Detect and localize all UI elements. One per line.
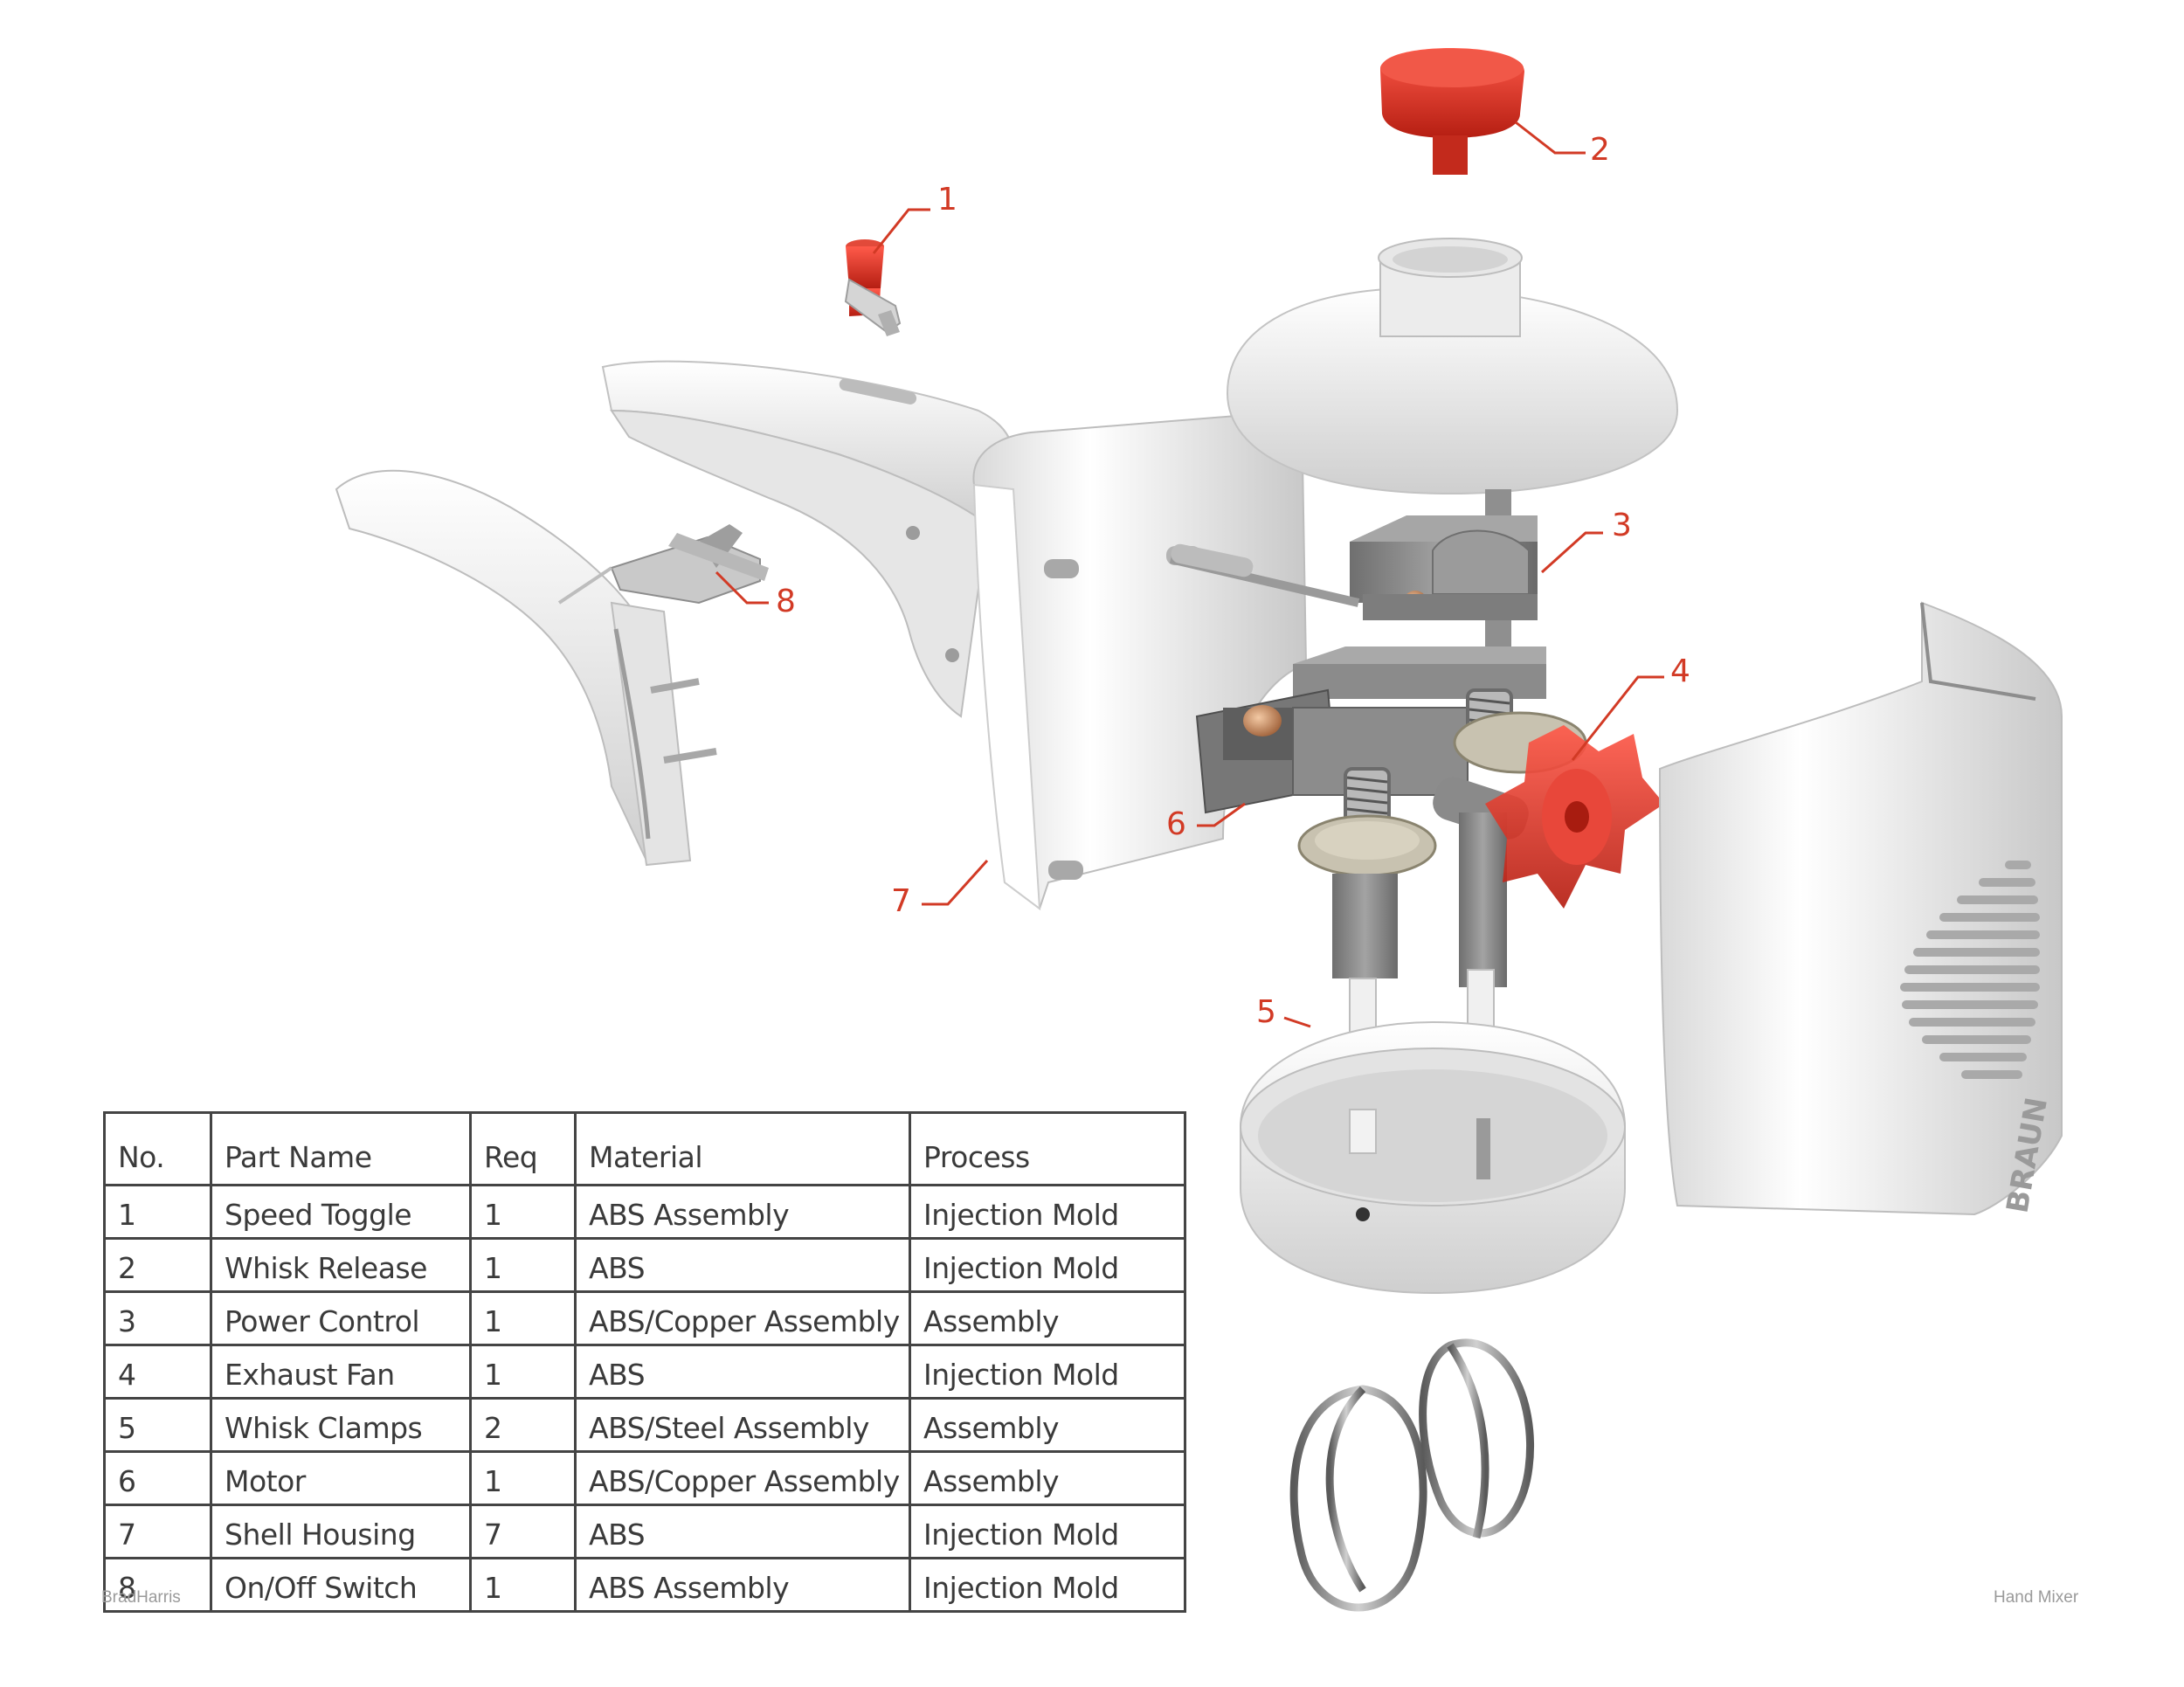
callout-1: 1 (872, 182, 957, 254)
top-housing-cap (1226, 238, 1679, 495)
cell-material: ABS/Copper Assembly (574, 1450, 911, 1506)
callout-7: 7 (891, 859, 989, 919)
cell-no: 6 (103, 1450, 212, 1506)
cell-part-name: Whisk Clamps (210, 1397, 472, 1453)
cell-req: 1 (469, 1290, 577, 1346)
cell-part-name: Motor (210, 1450, 472, 1506)
right-shell-housing: BRAUN (1658, 601, 2063, 1216)
callout-number: 7 (891, 883, 911, 919)
callout-number: 6 (1166, 806, 1186, 842)
cell-part-name: Power Control (210, 1290, 472, 1346)
callout-3: 3 (1540, 508, 1632, 574)
cell-req: 2 (469, 1397, 577, 1453)
cell-req: 1 (469, 1184, 577, 1240)
whisk-release-part (1380, 48, 1524, 175)
cell-req: 1 (469, 1450, 577, 1506)
product-caption: Hand Mixer (1994, 1588, 2079, 1607)
callout-number: 5 (1256, 994, 1276, 1030)
cell-part-name: On/Off Switch (210, 1557, 472, 1613)
cell-part-name: Exhaust Fan (210, 1344, 472, 1400)
cell-no: 5 (103, 1397, 212, 1453)
cell-part-name: Whisk Release (210, 1237, 472, 1293)
cell-no: 2 (103, 1237, 212, 1293)
table-row: 4 Exhaust Fan 1 ABS Injection Mold (103, 1344, 1186, 1400)
cell-material: ABS/Steel Assembly (574, 1397, 911, 1453)
cell-part-name: Shell Housing (210, 1504, 472, 1559)
table-row: 2 Whisk Release 1 ABS Injection Mold (103, 1237, 1186, 1293)
callout-5: 5 (1256, 994, 1311, 1030)
cell-material: ABS (574, 1504, 911, 1559)
cell-process: Injection Mold (909, 1557, 1186, 1613)
cell-material: ABS/Copper Assembly (574, 1290, 911, 1346)
callout-number: 1 (937, 182, 957, 218)
table-row: 1 Speed Toggle 1 ABS Assembly Injection … (103, 1184, 1186, 1240)
callout-2: 2 (1515, 121, 1610, 168)
cell-process: Assembly (909, 1450, 1186, 1506)
cell-req: 1 (469, 1237, 577, 1293)
header-part-name: Part Name (210, 1111, 472, 1186)
table-row: 5 Whisk Clamps 2 ABS/Steel Assembly Asse… (103, 1397, 1186, 1453)
callout-number: 2 (1590, 132, 1610, 168)
cell-material: ABS Assembly (574, 1184, 911, 1240)
on-off-switch-part (557, 524, 769, 605)
table-row: 6 Motor 1 ABS/Copper Assembly Assembly (103, 1450, 1186, 1506)
rear-handle-shell (335, 469, 717, 867)
table-row: 8 On/Off Switch 1 ABS Assembly Injection… (103, 1557, 1186, 1613)
callout-8: 8 (715, 570, 796, 619)
cell-no: 4 (103, 1344, 212, 1400)
cell-material: ABS Assembly (574, 1557, 911, 1613)
shell-housing-front (972, 409, 1308, 911)
callout-number: 3 (1612, 508, 1632, 543)
callout-6: 6 (1166, 802, 1246, 842)
header-no: No. (103, 1111, 212, 1186)
exhaust-fan-part (1485, 725, 1664, 909)
cell-no: 3 (103, 1290, 212, 1346)
table-row: 3 Power Control 1 ABS/Copper Assembly As… (103, 1290, 1186, 1346)
cell-process: Injection Mold (909, 1504, 1186, 1559)
cell-req: 7 (469, 1504, 577, 1559)
cell-material: ABS (574, 1344, 911, 1400)
table-row: 7 Shell Housing 7 ABS Injection Mold (103, 1504, 1186, 1559)
cell-no: 7 (103, 1504, 212, 1559)
cell-req: 1 (469, 1557, 577, 1613)
cell-part-name: Speed Toggle (210, 1184, 472, 1240)
author-credit: BradHarris (101, 1588, 181, 1607)
cell-material: ABS (574, 1237, 911, 1293)
callout-4: 4 (1571, 653, 1690, 761)
speed-toggle-part (844, 239, 902, 336)
whisk-clamp-base (1240, 1020, 1626, 1295)
header-process: Process (909, 1111, 1186, 1186)
header-material: Material (574, 1111, 911, 1186)
table-header-row: No. Part Name Req Material Process (103, 1111, 1186, 1186)
cell-process: Injection Mold (909, 1344, 1186, 1400)
handle-shell-top (601, 360, 1014, 718)
cell-process: Assembly (909, 1290, 1186, 1346)
callout-number: 8 (776, 584, 796, 619)
header-req: Req (469, 1111, 577, 1186)
whisks (1289, 1293, 1534, 1612)
bill-of-materials-table: No. Part Name Req Material Process 1 Spe… (103, 1111, 1186, 1613)
callout-number: 4 (1670, 653, 1690, 689)
cell-process: Assembly (909, 1397, 1186, 1453)
cell-process: Injection Mold (909, 1184, 1186, 1240)
cell-process: Injection Mold (909, 1237, 1186, 1293)
cell-req: 1 (469, 1344, 577, 1400)
cell-no: 1 (103, 1184, 212, 1240)
cell-no: 8 (103, 1557, 212, 1613)
